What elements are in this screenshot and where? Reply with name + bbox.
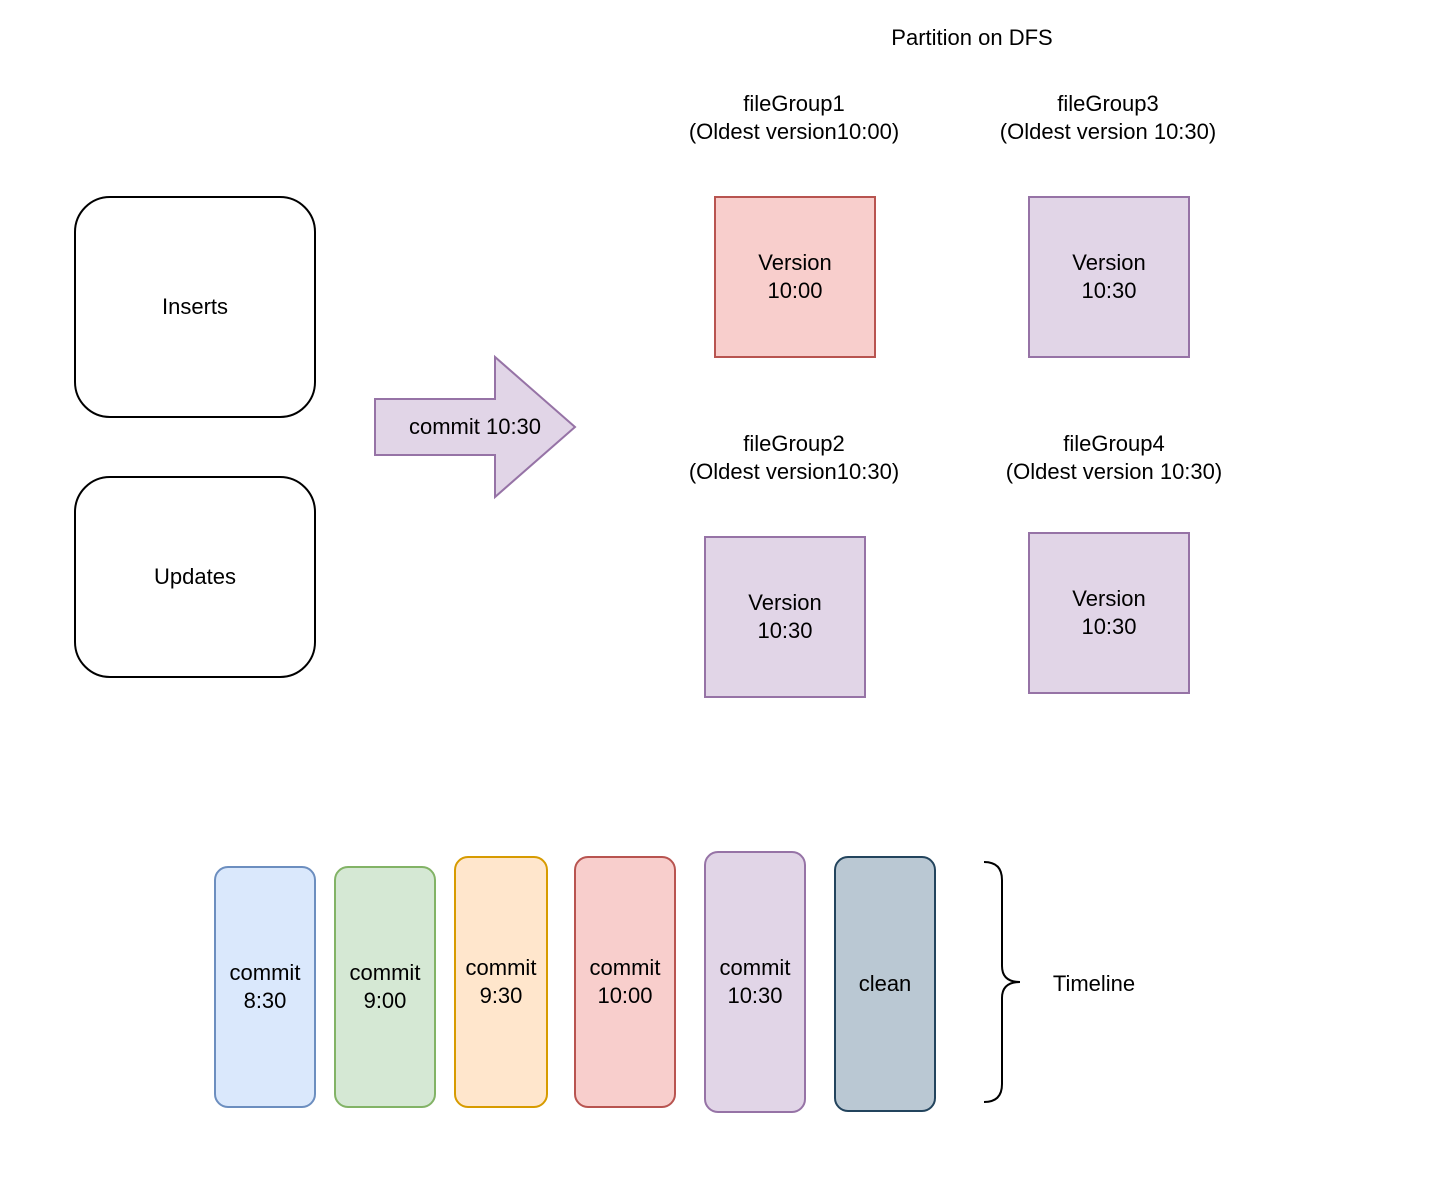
version-label: Version 10:30: [748, 590, 822, 643]
timeline-instant-box: clean: [834, 856, 936, 1112]
commit-arrow-label: commit 10:30: [408, 414, 542, 439]
inserts-label: Inserts: [161, 294, 229, 319]
timeline-instant-box: commit 8:30: [214, 866, 316, 1108]
timeline-instant-box: commit 9:30: [454, 856, 548, 1108]
timeline-instant-label: commit 10:30: [719, 955, 791, 1008]
timeline-label: Timeline: [1052, 971, 1136, 996]
partition-title: Partition on DFS: [891, 25, 1053, 50]
version-label: Version 10:30: [1072, 586, 1146, 639]
file-group-title: fileGroup1 (Oldest version10:00): [688, 91, 900, 144]
commit-arrow-shape: [374, 354, 577, 500]
updates-box: Updates: [74, 476, 316, 678]
file-group-version-box: Version 10:30: [704, 536, 866, 698]
timeline-instant-label: commit 8:30: [229, 960, 301, 1013]
timeline-instant-box: commit 9:00: [334, 866, 436, 1108]
timeline-instant-box: commit 10:00: [574, 856, 676, 1108]
inserts-box: Inserts: [74, 196, 316, 418]
timeline-instant-label: commit 9:00: [349, 960, 421, 1013]
version-label: Version 10:00: [758, 250, 832, 303]
file-group-version-box: Version 10:30: [1028, 196, 1190, 358]
file-group-version-box: Version 10:30: [1028, 532, 1190, 694]
timeline-instant-label: clean: [858, 971, 912, 996]
file-group-version-box: Version 10:00: [714, 196, 876, 358]
file-group-title: fileGroup3 (Oldest version 10:30): [999, 91, 1217, 144]
timeline-instant-label: commit 9:30: [465, 955, 537, 1008]
timeline-instant-label: commit 10:00: [589, 955, 661, 1008]
updates-label: Updates: [154, 564, 236, 589]
timeline-brace-path: [983, 861, 1021, 1103]
version-label: Version 10:30: [1072, 250, 1146, 303]
timeline-instant-box: commit 10:30: [704, 851, 806, 1113]
file-group-title: fileGroup4 (Oldest version 10:30): [1005, 431, 1223, 484]
file-group-title: fileGroup2 (Oldest version10:30): [688, 431, 900, 484]
